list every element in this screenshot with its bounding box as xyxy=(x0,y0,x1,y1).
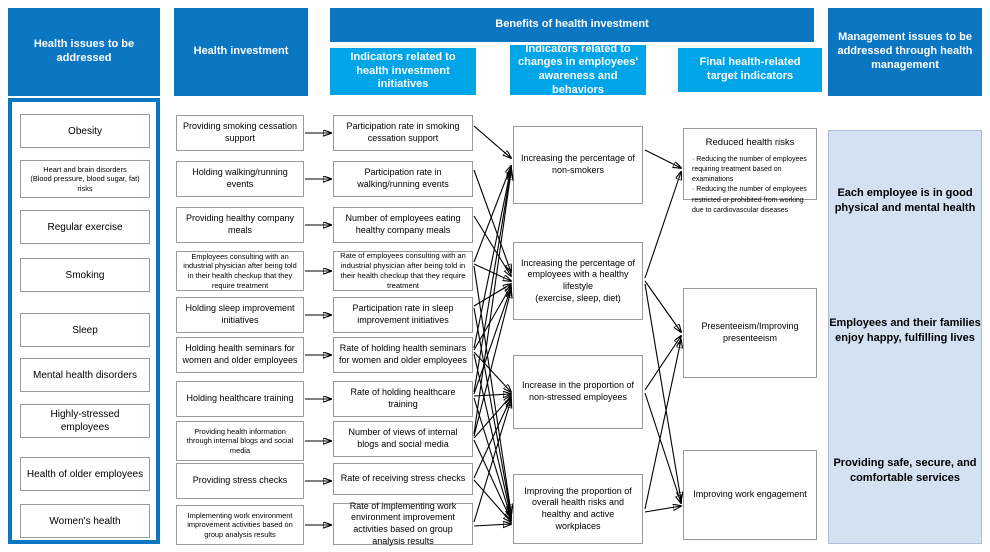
banner-indicators-awareness: Indicators related to changes in employe… xyxy=(510,43,646,96)
banner-health-issues: Health issues to be addressed xyxy=(8,8,160,96)
investment-health-seminars[interactable]: Holding health seminars for women and ol… xyxy=(176,337,304,373)
health-issue-older-employees[interactable]: Health of older employees xyxy=(20,457,150,491)
indicator-rate-healthcare-training[interactable]: Rate of holding healthcare training xyxy=(333,381,473,417)
awareness-healthy-lifestyle[interactable]: Increasing the percentage of employees w… xyxy=(513,242,643,320)
arrows-investment-to-indicator xyxy=(305,133,331,525)
indicator-rate-work-environment-improvement[interactable]: Rate of implementing work environment im… xyxy=(333,501,473,546)
indicator-participation-sleep-improvement[interactable]: Participation rate in sleep improvement … xyxy=(333,297,473,333)
outcome-physical-mental-health: Each employee is in good physical and me… xyxy=(834,187,976,214)
investment-sleep-improvement[interactable]: Holding sleep improvement initiatives xyxy=(176,297,304,333)
indicator-employees-eating-healthy-meals[interactable]: Number of employees eating healthy compa… xyxy=(333,207,473,243)
awareness-non-stressed-employees[interactable]: Increase in the proportion of non-stress… xyxy=(513,355,643,429)
final-target-work-engagement[interactable]: Improving work engagement xyxy=(683,450,817,540)
final-target-bullet: · Reducing the number of employees requi… xyxy=(692,156,807,184)
arrows-indicator-to-awareness xyxy=(473,125,511,526)
investment-healthy-company-meals[interactable]: Providing healthy company meals xyxy=(176,207,304,243)
management-outcomes-panel: Each employee is in good physical and me… xyxy=(828,130,982,544)
indicator-participation-walking-running[interactable]: Participation rate in walking/running ev… xyxy=(333,161,473,197)
arrows-awareness-to-final-target xyxy=(644,149,681,513)
investment-healthcare-training[interactable]: Holding healthcare training xyxy=(176,381,304,417)
health-issue-highly-stressed-employees[interactable]: Highly-stressed employees xyxy=(20,404,150,438)
banner-management-issues: Management issues to be addressed throug… xyxy=(828,8,982,96)
outcome-happy-fulfilling-lives: Employees and their families enjoy happy… xyxy=(829,317,981,344)
banner-indicators-initiatives: Indicators related to health investment … xyxy=(330,48,476,95)
health-issue-smoking[interactable]: Smoking xyxy=(20,258,150,292)
health-issue-obesity[interactable]: Obesity xyxy=(20,114,150,148)
investment-work-environment-improvement[interactable]: Implementing work environment improvemen… xyxy=(176,505,304,545)
investment-walking-running-events[interactable]: Holding walking/running events xyxy=(176,161,304,197)
awareness-non-smokers[interactable]: Increasing the percentage of non-smokers xyxy=(513,126,643,204)
health-issue-sleep[interactable]: Sleep xyxy=(20,313,150,347)
investment-stress-checks[interactable]: Providing stress checks xyxy=(176,463,304,499)
final-target-bullet: · Reducing the number of employees restr… xyxy=(692,186,807,214)
banner-final-targets: Final health-related target indicators xyxy=(678,48,822,92)
health-issue-mental-health-disorders[interactable]: Mental health disorders xyxy=(20,358,150,392)
indicator-views-internal-blogs[interactable]: Number of views of internal blogs and so… xyxy=(333,421,473,457)
final-target-title: Reduced health risks xyxy=(705,137,795,148)
investment-health-information-blogs[interactable]: Providing health information through int… xyxy=(176,421,304,461)
health-issue-womens-health[interactable]: Women's health xyxy=(20,504,150,538)
final-target-presenteeism[interactable]: Presenteeism/Improving presenteeism xyxy=(683,288,817,378)
indicator-rate-health-seminars[interactable]: Rate of holding health seminars for wome… xyxy=(333,337,473,373)
indicator-rate-physician-consultation[interactable]: Rate of employees consulting with an ind… xyxy=(333,251,473,291)
indicator-rate-receiving-stress-checks[interactable]: Rate of receiving stress checks xyxy=(333,463,473,495)
awareness-overall-health-risks-workplaces[interactable]: Improving the proportion of overall heal… xyxy=(513,474,643,544)
health-issue-heart-brain-disorders[interactable]: Heart and brain disorders (Blood pressur… xyxy=(20,160,150,198)
investment-smoking-cessation[interactable]: Providing smoking cessation support xyxy=(176,115,304,151)
investment-industrial-physician-consultation[interactable]: Employees consulting with an industrial … xyxy=(176,251,304,291)
final-target-bullets: · Reducing the number of employees requi… xyxy=(692,155,808,216)
banner-health-investment: Health investment xyxy=(174,8,308,96)
outcome-safe-secure-services: Providing safe, secure, and comfortable … xyxy=(833,457,977,484)
indicator-participation-smoking-cessation[interactable]: Participation rate in smoking cessation … xyxy=(333,115,473,151)
banner-benefits: Benefits of health investment xyxy=(330,8,814,42)
final-target-reduced-health-risks[interactable]: Reduced health risks · Reducing the numb… xyxy=(683,128,817,214)
health-issue-regular-exercise[interactable]: Regular exercise xyxy=(20,210,150,244)
